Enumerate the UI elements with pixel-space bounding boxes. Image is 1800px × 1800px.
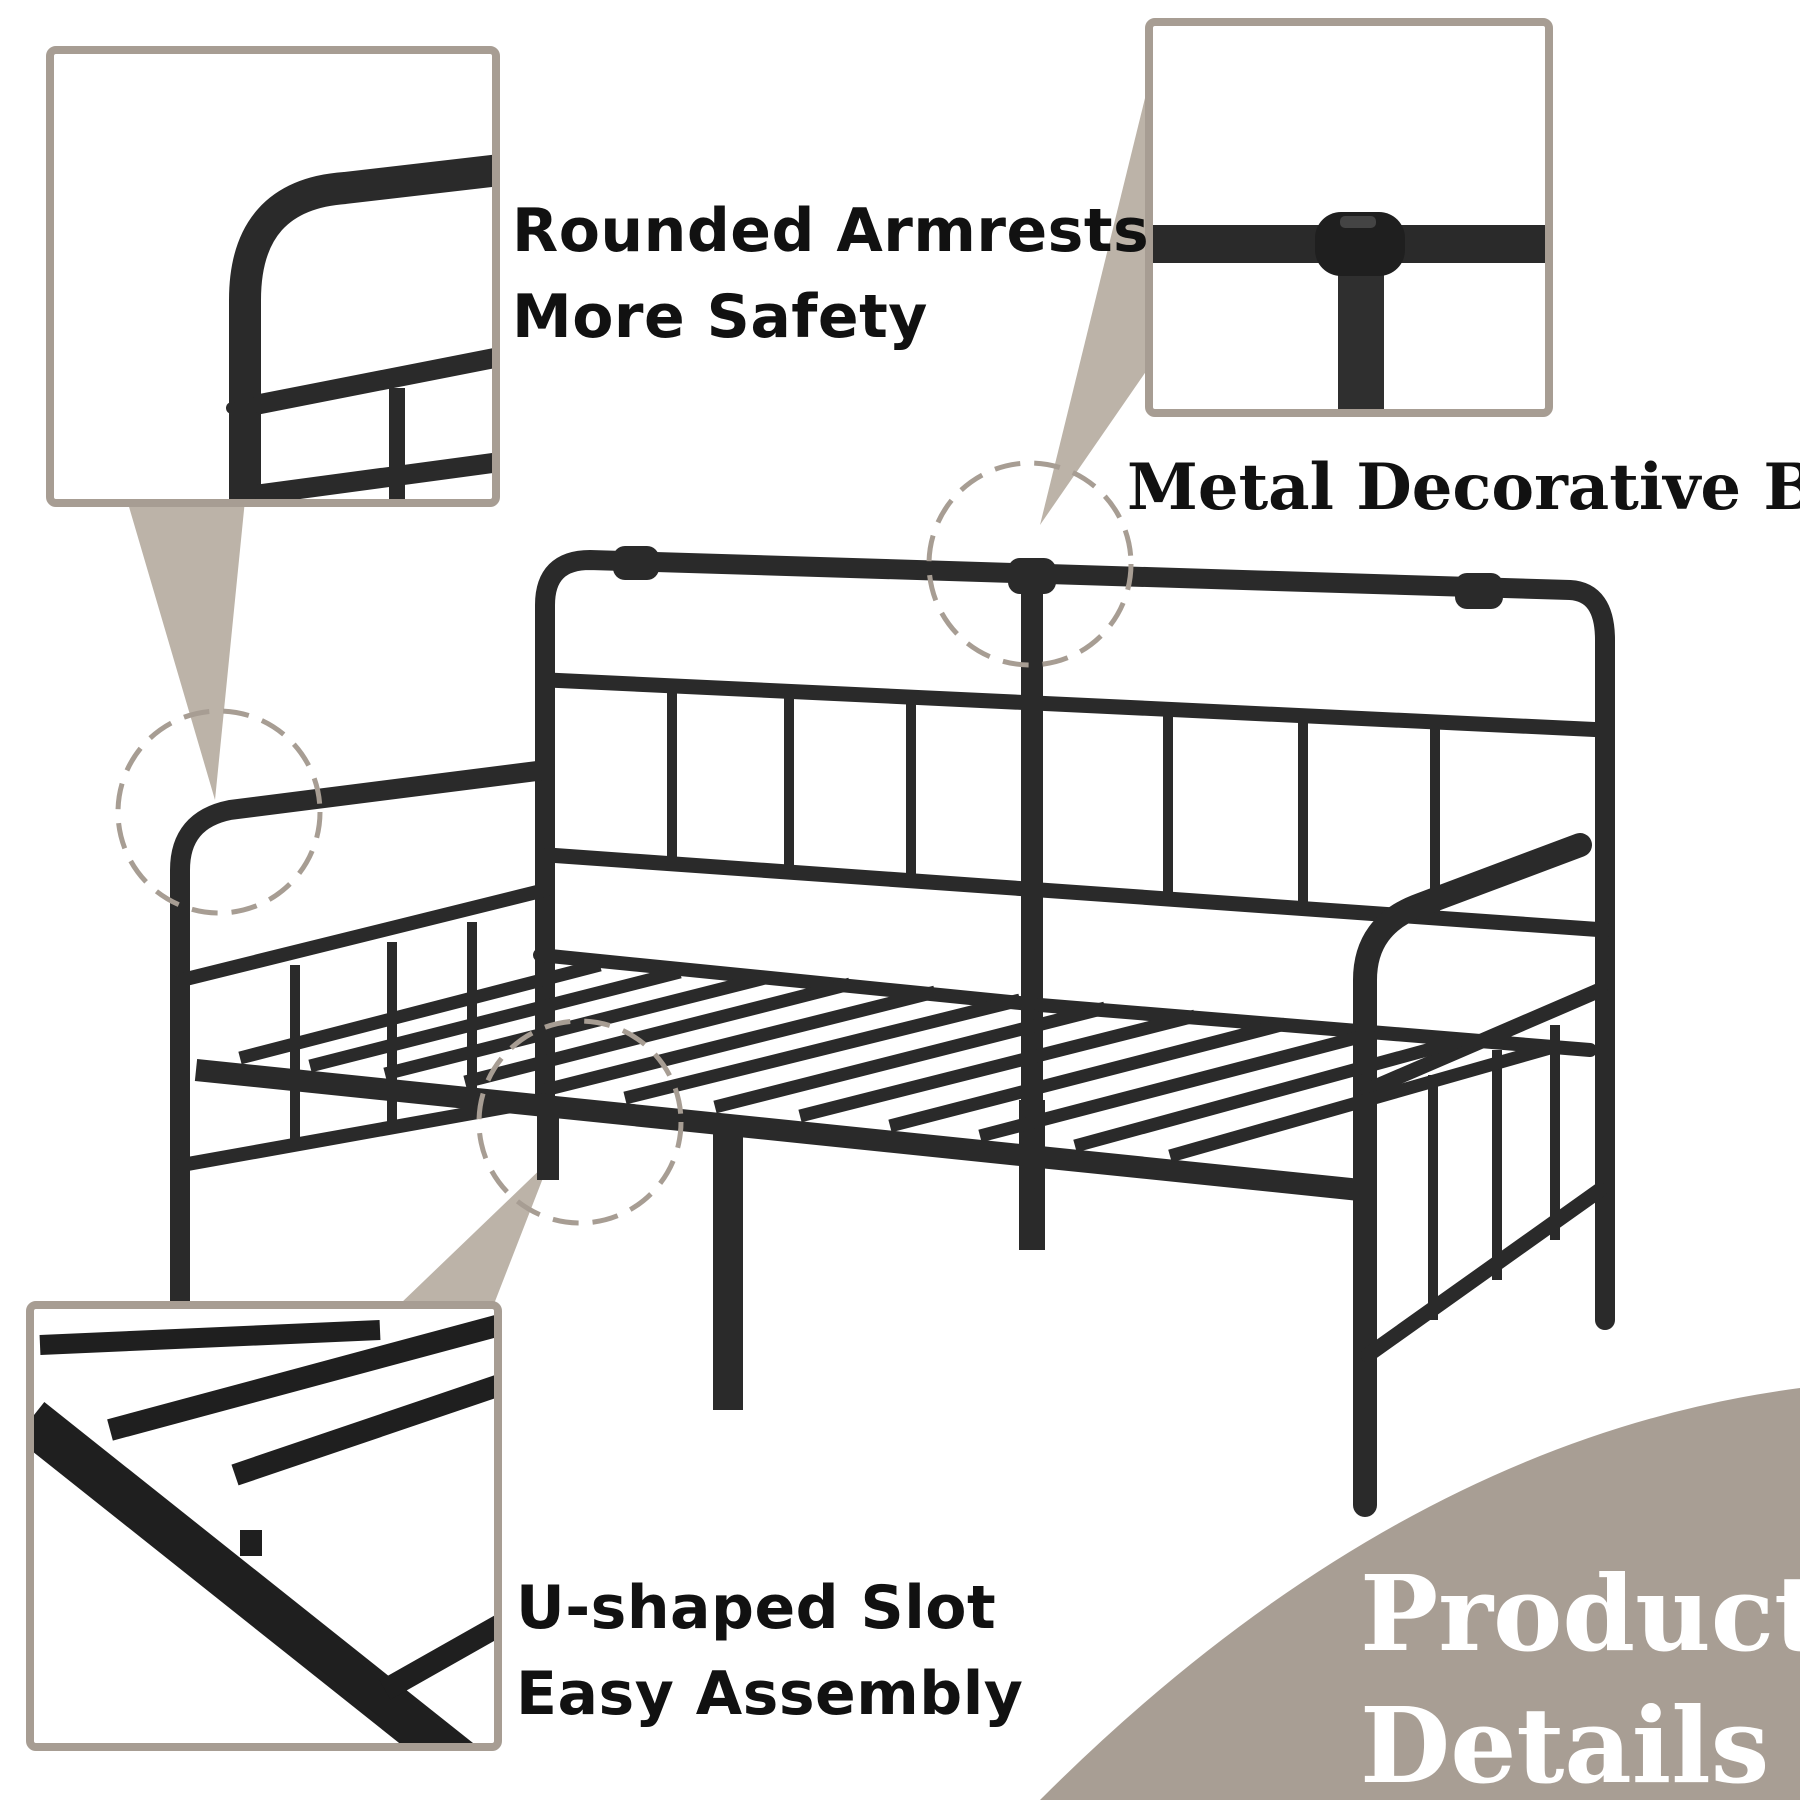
banner-shape	[1040, 1388, 1800, 1800]
armrest-feature-line1: Rounded Armrests	[512, 196, 1150, 266]
slot-zoom-pointer	[400, 1160, 550, 1304]
decorative-ball-feature-label: Metal Decorative Ball	[1127, 450, 1800, 526]
slot-feature-label: U-shaped Slot Easy Assembly	[516, 1565, 1023, 1737]
slot-feature-line2: Easy Assembly	[516, 1659, 1024, 1729]
armrest-feature-line2: More Safety	[512, 282, 928, 352]
slot-magnifier-circle	[476, 1018, 684, 1226]
ball-detail-frame	[1145, 18, 1553, 417]
slot-detail-frame	[26, 1301, 502, 1751]
armrest-detail-frame	[46, 46, 500, 507]
product-details-title: Product Details	[1360, 1548, 1800, 1800]
armrest-feature-label: Rounded Armrests More Safety	[512, 188, 1149, 360]
decorative-ball-feature-text: Metal Decorative Ball	[1127, 450, 1800, 525]
slot-feature-line1: U-shaped Slot	[516, 1573, 997, 1643]
product-details-title-line1: Product	[1360, 1552, 1800, 1675]
armrest-magnifier-circle	[115, 708, 323, 916]
ball-magnifier-circle	[926, 460, 1134, 668]
armrest-zoom-pointer	[127, 500, 245, 800]
ball-zoom-pointer	[1040, 90, 1147, 525]
product-details-title-line2: Details	[1360, 1684, 1770, 1800]
daybed-frame	[170, 546, 1615, 1517]
